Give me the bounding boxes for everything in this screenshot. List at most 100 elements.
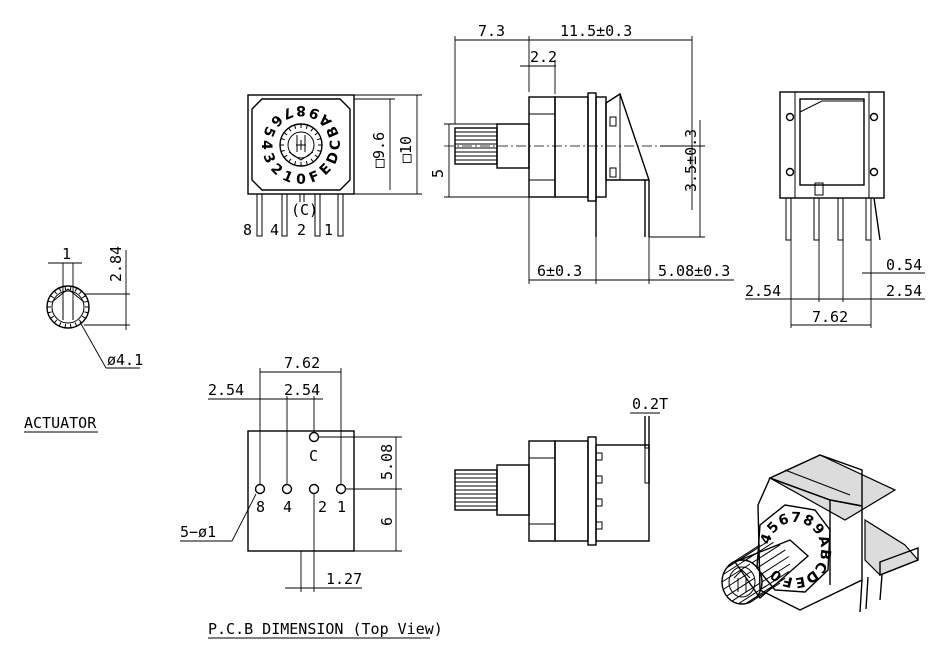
- pcb-dim-1-27: 1.27: [326, 570, 362, 588]
- dim-2-2: 2.2: [530, 48, 557, 66]
- dial-char: 8: [296, 102, 306, 118]
- act-dim-dia: ø4.1: [107, 351, 143, 369]
- dim-6: 6±0.3: [537, 262, 582, 280]
- iso-knurl-line: [745, 541, 774, 561]
- iso-knurl-line: [757, 549, 786, 569]
- iso-knurl-line: [751, 582, 781, 602]
- gear-tooth: [310, 127, 314, 132]
- dial-char: 0: [296, 172, 306, 188]
- iso-knurl-line: [738, 541, 767, 561]
- dial-char: 5: [259, 124, 278, 139]
- dial-char: C: [328, 140, 344, 150]
- dim-0-54: 0.54: [886, 256, 922, 274]
- actuator-view: 1 2.84 ø4.1 ACTUATOR: [24, 245, 143, 433]
- gear-tooth: [69, 323, 72, 328]
- dim-10: □10: [397, 136, 415, 163]
- dim-0-2t: 0.2T: [632, 395, 668, 413]
- gear-tooth: [74, 322, 78, 327]
- knob-gear: [280, 124, 322, 166]
- front-pin-2: 2: [297, 221, 306, 239]
- iso-knurl-line: [726, 577, 755, 597]
- gear-tooth: [78, 319, 83, 324]
- gear-tooth: [314, 132, 319, 136]
- gear-tooth: [314, 154, 319, 158]
- iso-dial-char: B: [816, 548, 833, 561]
- gear-tooth: [84, 300, 89, 303]
- dim-7-3: 7.3: [478, 22, 505, 40]
- gear-tooth: [294, 161, 297, 166]
- iso-knurl-line: [751, 544, 781, 564]
- actuator-caption: ACTUATOR: [24, 414, 97, 432]
- gear-tooth: [74, 287, 78, 292]
- front-pins: [256, 193, 344, 237]
- pcb-pin-1: 1: [337, 498, 346, 516]
- act-dim-1: 1: [62, 245, 71, 263]
- front-pin-1: 1: [324, 221, 333, 239]
- gear-tooth: [84, 311, 89, 314]
- iso-dial-char: 7: [791, 510, 801, 526]
- dial-char: 1: [280, 168, 295, 187]
- gear-tooth: [280, 149, 285, 152]
- front-pin-4: 4: [270, 221, 279, 239]
- iso-knurl-line: [731, 544, 761, 564]
- gear-tooth: [50, 295, 54, 299]
- front-pin-8: 8: [243, 221, 252, 239]
- pcb-pin-4: 4: [283, 498, 292, 516]
- gear-tooth: [58, 287, 62, 292]
- gear-tooth: [47, 311, 52, 314]
- pcb-pin-2: 2: [318, 498, 327, 516]
- act-dim-2-84: 2.84: [107, 246, 125, 282]
- pcb-dim-7-62: 7.62: [284, 354, 320, 372]
- dim-9-6: □9.6: [370, 132, 388, 168]
- gear-tooth: [294, 124, 297, 129]
- dial-char: D: [324, 150, 343, 167]
- pcb-c-label: C: [309, 447, 318, 465]
- gear-tooth: [69, 286, 72, 291]
- iso-dial-char: E: [794, 573, 806, 590]
- gear-tooth: [82, 315, 86, 319]
- gear-tooth: [288, 158, 292, 163]
- gear-tooth: [283, 154, 288, 158]
- gear-tooth: [288, 127, 292, 132]
- pcb-dim-6: 6: [378, 517, 396, 526]
- iso-knurl-line: [745, 585, 774, 605]
- gear-tooth: [82, 295, 86, 299]
- side-view-2: 0.2T: [454, 395, 668, 546]
- dial-char: 4: [258, 140, 274, 150]
- pcb-pin-8: 8: [256, 498, 265, 516]
- gear-tooth: [310, 158, 314, 163]
- dim-7-62: 7.62: [812, 308, 848, 326]
- dim-5: 5: [429, 169, 447, 178]
- gear-tooth: [317, 149, 322, 152]
- pcb-dim-5-08: 5.08: [378, 444, 396, 480]
- gear-tooth: [50, 315, 54, 319]
- gear-tooth: [47, 300, 52, 303]
- dim-11-5: 11.5±0.3: [560, 22, 632, 40]
- pcb-dim-2-54-a: 2.54: [208, 381, 244, 399]
- iso-knurl-line: [761, 563, 791, 583]
- gear-tooth: [305, 124, 308, 129]
- gear-tooth: [280, 138, 285, 141]
- pcb-dim-2-54-b: 2.54: [284, 381, 320, 399]
- gear-tooth: [283, 132, 288, 136]
- gear-tooth: [53, 290, 58, 295]
- dim-2-54-right: 2.54: [886, 282, 922, 300]
- side-view: 7.3 11.5±0.3 2.2 5 3.5±0.3 6±0.3 5.08±0.…: [429, 22, 734, 284]
- gear-tooth: [78, 290, 83, 295]
- dim-5-08: 5.08±0.3: [658, 262, 730, 280]
- iso-dial-char: A: [815, 534, 833, 549]
- iso-knurl-line: [760, 556, 790, 575]
- dim-3-5: 3.5±0.3: [682, 129, 700, 192]
- iso-knurl-line: [731, 582, 761, 602]
- gear-tooth: [64, 323, 67, 328]
- gear-tooth: [58, 322, 62, 327]
- end-view: 0.54 2.54 2.54 7.62: [745, 91, 925, 328]
- dim-2-54-left: 2.54: [745, 282, 781, 300]
- pcb-caption: P.C.B DIMENSION (Top View): [208, 620, 443, 638]
- gear-tooth: [53, 319, 58, 324]
- gear-tooth: [317, 138, 322, 141]
- front-c-label: (C): [291, 201, 318, 219]
